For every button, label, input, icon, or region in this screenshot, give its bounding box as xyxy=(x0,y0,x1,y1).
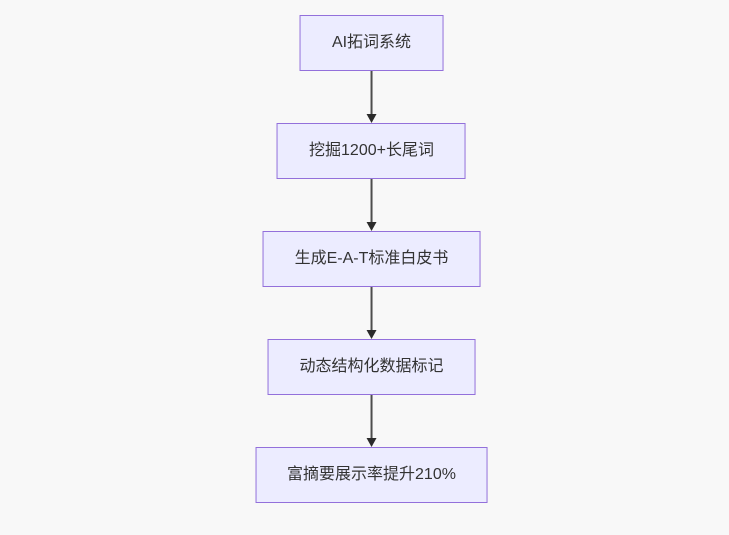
edge-line xyxy=(370,71,373,114)
flowchart-node-1: AI拓词系统 xyxy=(299,15,444,71)
node-label: AI拓词系统 xyxy=(331,34,412,51)
flow-edge-2 xyxy=(366,179,377,231)
flow-edge-1 xyxy=(366,71,377,123)
edge-line xyxy=(370,395,373,438)
flow-edge-3 xyxy=(366,287,377,339)
node-label: 生成E-A-T标准白皮书 xyxy=(294,250,449,267)
flowchart-node-4: 动态结构化数据标记 xyxy=(267,339,476,395)
edge-line xyxy=(370,287,373,330)
flow-edge-4 xyxy=(366,395,377,447)
edge-line xyxy=(370,179,373,222)
node-label: 动态结构化数据标记 xyxy=(299,358,444,375)
flowchart-node-3: 生成E-A-T标准白皮书 xyxy=(262,231,481,287)
arrowhead-down-icon xyxy=(366,222,377,231)
arrowhead-down-icon xyxy=(366,330,377,339)
arrowhead-down-icon xyxy=(366,114,377,123)
flowchart-node-5: 富摘要展示率提升210% xyxy=(255,447,488,503)
node-label: 富摘要展示率提升210% xyxy=(287,466,456,483)
arrowhead-down-icon xyxy=(366,438,377,447)
flowchart-node-2: 挖掘1200+长尾词 xyxy=(277,123,466,179)
flowchart: AI拓词系统 挖掘1200+长尾词 生成E-A-T标准白皮书 动态结构化数据标记 xyxy=(255,15,488,503)
node-label: 挖掘1200+长尾词 xyxy=(309,142,434,159)
